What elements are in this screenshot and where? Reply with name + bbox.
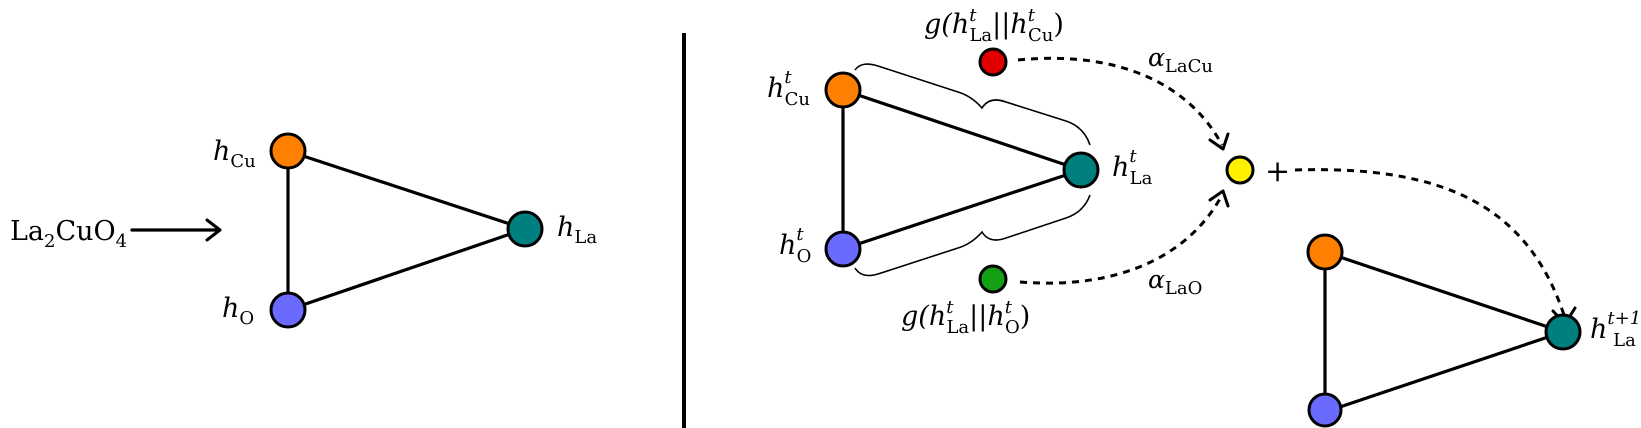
output-edge-cu-la — [1323, 250, 1565, 334]
left-node-la — [506, 210, 544, 248]
message-node-la-o — [978, 264, 1008, 294]
plus-sign: + — [1265, 154, 1290, 189]
left-edge-cu-la — [286, 149, 527, 231]
right-edge-cu-la — [841, 88, 1083, 172]
left-label-cu: hCu — [213, 136, 256, 172]
input-arrow — [130, 218, 222, 242]
left-graph — [269, 132, 544, 329]
right-node-o — [824, 230, 862, 268]
right-edge-o-la — [841, 168, 1083, 251]
brace-o-la — [854, 194, 1091, 277]
output-node-la — [1544, 313, 1582, 351]
output-edge-o-la — [1323, 330, 1565, 414]
update-arrow — [1294, 168, 1567, 319]
right-node-la — [1062, 151, 1100, 189]
formula-sub-4: 4 — [116, 231, 127, 252]
formula-cuo: CuO — [55, 216, 115, 247]
output-node-o — [1307, 392, 1343, 428]
brace-cu-la — [854, 63, 1091, 146]
alpha-label-la-cu: αLaCu — [1148, 43, 1213, 77]
alpha-label-la-o: αLaO — [1148, 265, 1202, 299]
left-label-o: hO — [222, 293, 254, 329]
attention-arrow-cu — [1017, 56, 1224, 146]
input-formula: La2CuO4 — [10, 216, 127, 252]
attention-arrowhead-cu — [1208, 132, 1230, 151]
left-edge-o-la — [286, 227, 527, 312]
attention-arrowhead-o — [1208, 189, 1230, 208]
formula-sub-2: 2 — [44, 231, 55, 252]
right-graph — [824, 71, 1100, 268]
output-node-cu — [1306, 233, 1344, 271]
left-label-la: hLa — [557, 212, 597, 248]
output-graph — [1306, 233, 1582, 428]
message-node-la-cu — [978, 47, 1008, 77]
attention-arrow-o — [1019, 194, 1224, 285]
right-node-cu — [824, 71, 862, 109]
formula-la: La — [10, 216, 44, 247]
left-node-cu — [269, 132, 307, 170]
left-node-o — [269, 291, 307, 329]
aggregate-node — [1225, 155, 1255, 185]
